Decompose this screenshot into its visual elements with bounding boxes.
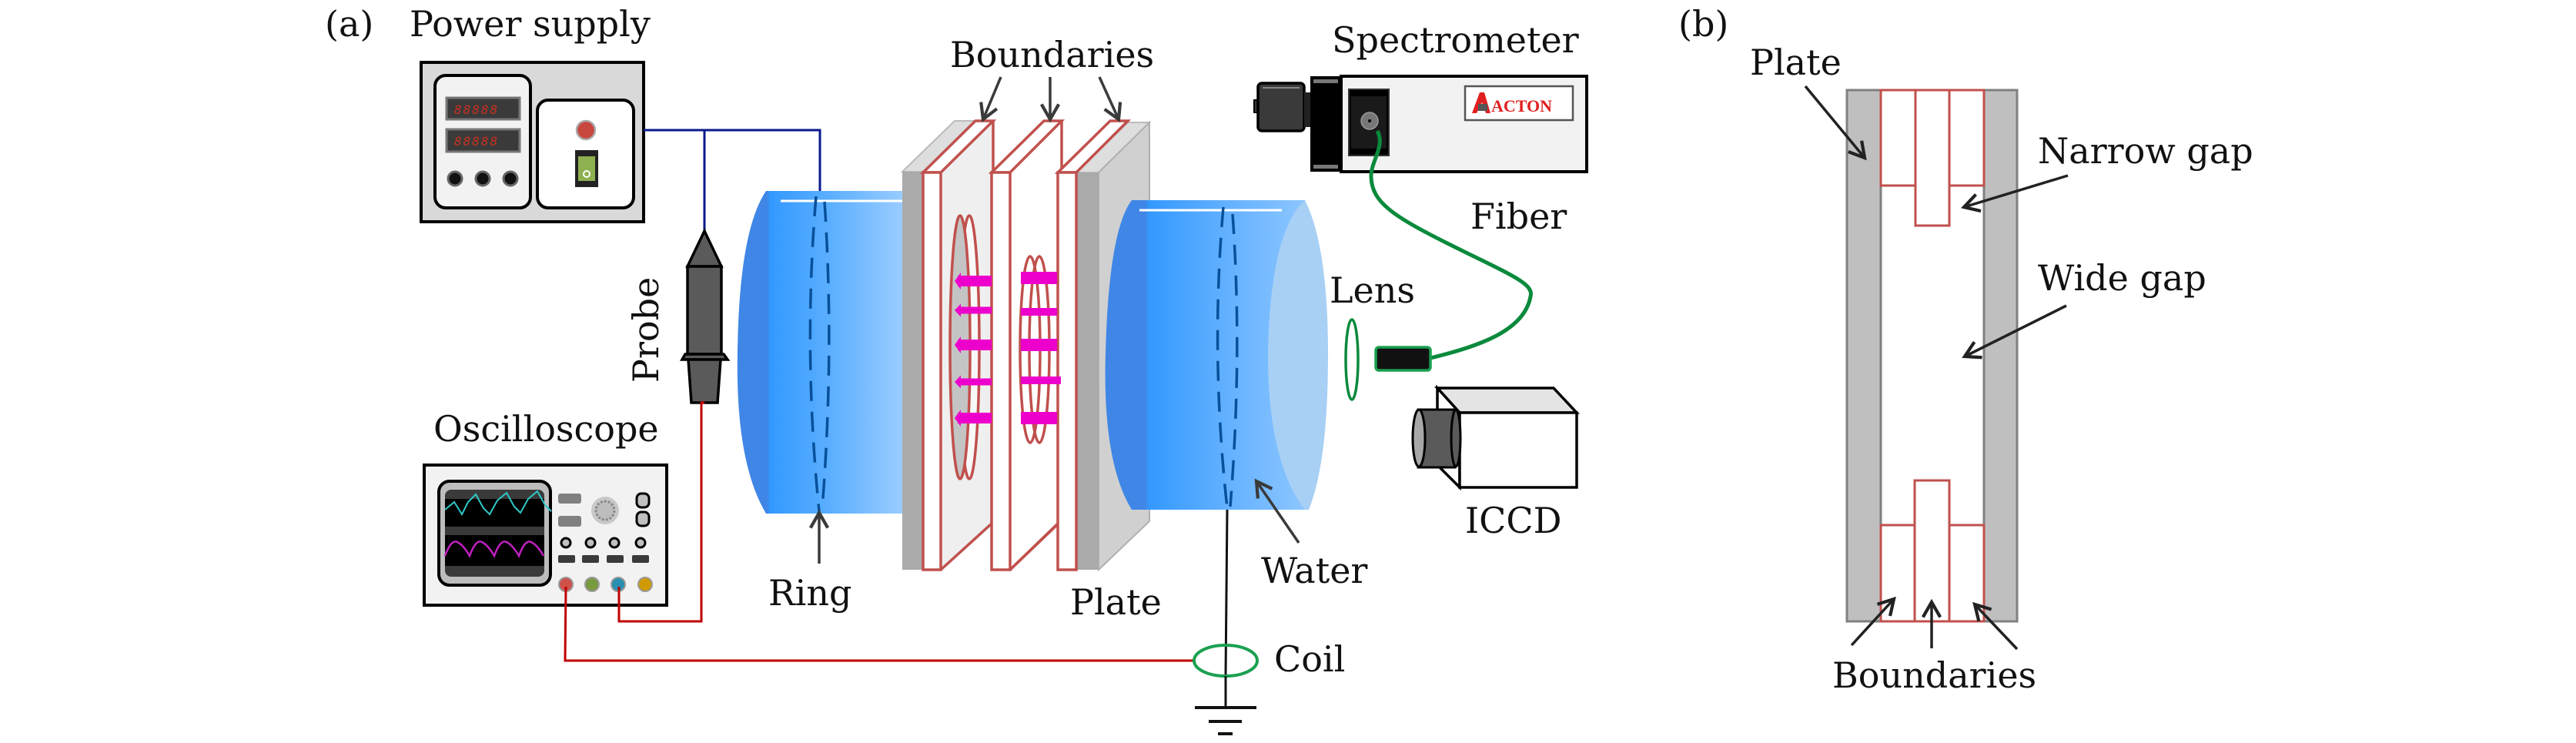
right-plate bbox=[1076, 172, 1099, 570]
ring-label: Ring bbox=[768, 572, 851, 614]
plate-label: Plate bbox=[1070, 581, 1162, 623]
panel-b: (b) Plate Narrow gap Wide gap Boundaries bbox=[1678, 3, 2253, 696]
boundary-arrow-3 bbox=[1098, 76, 1122, 122]
probe-label: Probe bbox=[625, 277, 667, 383]
power-supply-display-2: 88888 bbox=[445, 128, 521, 153]
boundary-1 bbox=[919, 119, 997, 571]
socket-icon bbox=[474, 170, 491, 187]
camera-lens-icon bbox=[1411, 408, 1427, 468]
filament-left bbox=[958, 378, 992, 386]
scope-trace-2 bbox=[443, 541, 545, 558]
boundary-arrow-1 bbox=[979, 76, 1002, 122]
panel-a: (a) Power supply 88888 88888 bbox=[325, 3, 1588, 735]
boundaries-label-b: Boundaries bbox=[1832, 654, 2036, 696]
filament-right bbox=[1021, 272, 1057, 284]
discharge-filaments bbox=[955, 272, 1061, 427]
filament-arrowhead bbox=[955, 375, 961, 389]
filament-arrowhead bbox=[955, 336, 961, 353]
filament-left bbox=[958, 413, 992, 423]
boundary-3 bbox=[939, 119, 1132, 571]
scope-trace-1 bbox=[444, 490, 552, 517]
socket-icon bbox=[447, 170, 463, 187]
filament-right bbox=[1021, 412, 1057, 424]
lens-icon bbox=[1344, 318, 1360, 401]
scope-button bbox=[558, 494, 581, 504]
plate-label-b: Plate bbox=[1750, 42, 1842, 83]
svg-text:88888: 88888 bbox=[454, 134, 499, 149]
signal-wires bbox=[564, 401, 1193, 662]
filament-left bbox=[958, 340, 992, 350]
ring-electrode bbox=[808, 196, 831, 512]
acton-logo-icon bbox=[1472, 92, 1490, 113]
narrow-gap-label: Narrow gap bbox=[2038, 130, 2253, 172]
filament-left bbox=[958, 276, 992, 286]
optical-fiber bbox=[1369, 129, 1533, 360]
oscilloscope bbox=[423, 464, 668, 607]
filament-right bbox=[1021, 339, 1057, 351]
cross-section bbox=[1845, 89, 2019, 623]
water-label: Water bbox=[1261, 550, 1367, 591]
indicator-led-icon bbox=[575, 119, 597, 141]
spectrometer-brand: ACTON bbox=[1491, 96, 1552, 115]
filament-right bbox=[1021, 377, 1061, 384]
filament-arrowhead bbox=[955, 303, 961, 317]
power-supply-label: Power supply bbox=[410, 3, 651, 45]
lens-label: Lens bbox=[1330, 269, 1415, 311]
iccd-label: ICCD bbox=[1465, 500, 1561, 541]
oscilloscope-label: Oscilloscope bbox=[433, 408, 659, 450]
wide-gap-arrow bbox=[1962, 304, 2067, 360]
power-switch-icon bbox=[575, 150, 598, 187]
filament-right bbox=[1021, 308, 1057, 316]
fiber-label: Fiber bbox=[1470, 196, 1567, 237]
boundaries-label: Boundaries bbox=[950, 34, 1154, 75]
boundary-bottom-center bbox=[1913, 479, 1951, 623]
wide-gap-label: Wide gap bbox=[2038, 257, 2206, 299]
socket-icon bbox=[502, 170, 519, 187]
ground-icon bbox=[1195, 676, 1256, 735]
coil-wire bbox=[1224, 509, 1229, 677]
narrow-gap-arrow bbox=[1960, 174, 2069, 213]
boundary-top-right bbox=[1948, 89, 1986, 187]
boundary-arrow-b-3 bbox=[1972, 601, 2019, 651]
boundary-top-center bbox=[1914, 89, 1951, 227]
power-supply-display-1: 88888 bbox=[445, 96, 521, 121]
scope-button bbox=[558, 516, 581, 527]
port-orange-icon bbox=[637, 577, 653, 592]
spectrometer: ACTON bbox=[1253, 75, 1588, 173]
left-water-cylinder bbox=[737, 191, 902, 514]
water-arrow bbox=[1254, 478, 1300, 544]
fiber-head bbox=[1374, 346, 1432, 372]
left-plate bbox=[902, 172, 923, 570]
right-water-cylinder bbox=[1105, 200, 1328, 510]
plate-arrow bbox=[1804, 85, 1867, 161]
panel-a-label: (a) bbox=[325, 3, 373, 45]
iccd-camera bbox=[1411, 384, 1581, 491]
svg-text:88888: 88888 bbox=[454, 102, 499, 117]
filament-arrowhead bbox=[955, 410, 961, 427]
spectrometer-label: Spectrometer bbox=[1332, 19, 1579, 61]
port-green-icon bbox=[584, 577, 600, 592]
probe bbox=[679, 227, 731, 404]
coil-label: Coil bbox=[1274, 638, 1345, 680]
panel-b-label: (b) bbox=[1678, 3, 1728, 45]
filament-arrowhead bbox=[955, 273, 961, 290]
power-supply: 88888 88888 bbox=[420, 61, 645, 223]
power-wires bbox=[644, 129, 821, 231]
boundary-arrow-b-1 bbox=[1850, 596, 1896, 647]
filament-left bbox=[958, 306, 992, 314]
boundary-top-left bbox=[1879, 89, 1917, 187]
